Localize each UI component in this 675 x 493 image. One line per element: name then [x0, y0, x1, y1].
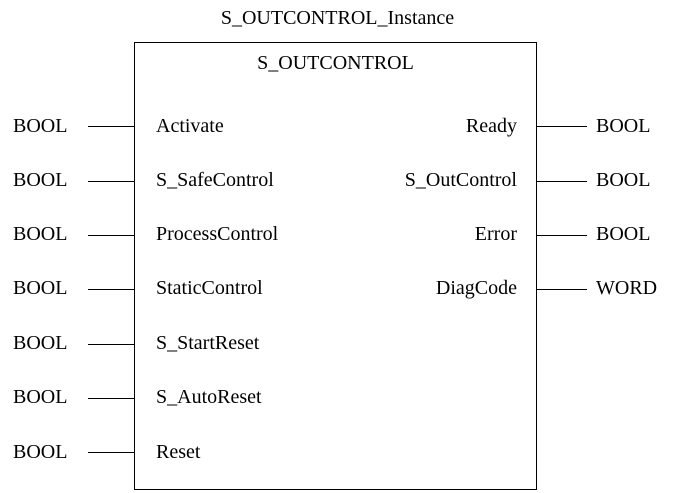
- instance-name: S_OUTCONTROL_Instance: [220, 7, 455, 29]
- output-pin-error-type: BOOL: [596, 223, 651, 245]
- output-pin-diagcode-type: WORD: [596, 277, 658, 299]
- input-pin-reset-type: BOOL: [13, 441, 68, 463]
- input-pin-s-startreset-type: BOOL: [13, 332, 68, 354]
- input-pin-s-autoreset-line: [88, 398, 134, 399]
- output-pin-ready-line: [537, 126, 587, 127]
- output-pin-diagcode-name: DiagCode: [435, 277, 517, 299]
- input-pin-s-autoreset-type: BOOL: [13, 386, 68, 408]
- input-pin-staticcontrol-name: StaticControl: [156, 277, 263, 299]
- input-pin-s-safecontrol-name: S_SafeControl: [156, 169, 274, 191]
- input-pin-reset-line: [88, 452, 134, 453]
- function-block: S_OUTCONTROL: [134, 42, 537, 490]
- input-pin-activate-type: BOOL: [13, 115, 68, 137]
- output-pin-ready-name: Ready: [465, 115, 517, 137]
- input-pin-processcontrol-line: [88, 235, 134, 236]
- input-pin-staticcontrol-type: BOOL: [13, 277, 68, 299]
- input-pin-s-safecontrol-line: [88, 181, 134, 182]
- output-pin-diagcode-line: [537, 289, 587, 290]
- output-pin-error-line: [537, 235, 587, 236]
- input-pin-reset-name: Reset: [156, 441, 201, 463]
- input-pin-processcontrol-type: BOOL: [13, 223, 68, 245]
- output-pin-s-outcontrol-name: S_OutControl: [404, 169, 517, 191]
- output-pin-error-name: Error: [474, 223, 517, 245]
- output-pin-s-outcontrol-line: [537, 181, 587, 182]
- input-pin-activate-line: [88, 126, 134, 127]
- output-pin-s-outcontrol-type: BOOL: [596, 169, 651, 191]
- block-type-name: S_OUTCONTROL: [257, 52, 414, 74]
- input-pin-s-startreset-name: S_StartReset: [156, 332, 260, 354]
- input-pin-s-safecontrol-type: BOOL: [13, 169, 68, 191]
- output-pin-ready-type: BOOL: [596, 115, 651, 137]
- input-pin-processcontrol-name: ProcessControl: [156, 223, 279, 245]
- input-pin-staticcontrol-line: [88, 289, 134, 290]
- input-pin-s-startreset-line: [88, 344, 134, 345]
- input-pin-s-autoreset-name: S_AutoReset: [156, 386, 262, 408]
- input-pin-activate-name: Activate: [156, 115, 224, 137]
